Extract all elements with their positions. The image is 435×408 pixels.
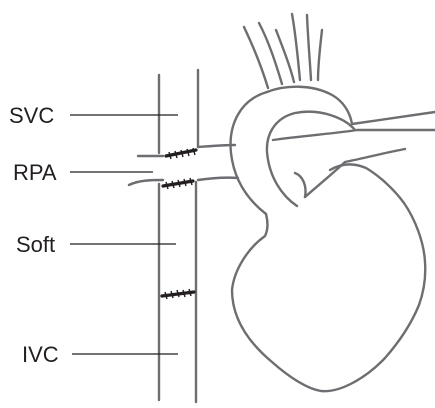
label-group-ivc: IVC <box>22 342 178 367</box>
label-soft: Soft <box>16 232 55 257</box>
aortic-arch-top <box>267 87 435 124</box>
label-group-soft: Soft <box>16 232 176 257</box>
label-group-rpa: RPA <box>13 160 153 185</box>
great-vessel-2 <box>259 23 282 84</box>
great-vessel-5 <box>307 15 311 80</box>
atrial-notch <box>295 173 306 197</box>
heart-body <box>232 164 425 391</box>
right-pulmonary-outflow <box>305 149 405 197</box>
label-ivc: IVC <box>22 342 59 367</box>
great-vessel-4 <box>292 14 300 80</box>
great-vessel-6 <box>318 30 322 80</box>
svc-conduit <box>138 70 198 156</box>
pulmonary-trunk-crossing <box>273 130 435 140</box>
suture-middle <box>163 178 193 189</box>
label-svc: SVC <box>9 103 54 128</box>
suture-bottom <box>162 289 194 299</box>
heart-and-great-vessels <box>231 14 435 391</box>
rpa-lower-wall <box>198 178 238 180</box>
aortic-arch-outer <box>231 92 267 214</box>
suture-top <box>166 148 196 159</box>
label-group-svc: SVC <box>9 103 178 128</box>
label-rpa: RPA <box>13 160 57 185</box>
